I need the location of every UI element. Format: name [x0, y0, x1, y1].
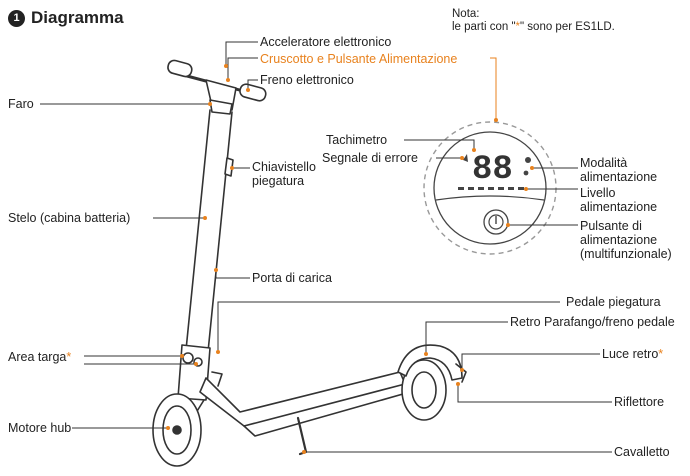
title-text: Diagramma	[31, 8, 124, 27]
right-grip	[239, 83, 267, 102]
note-heading: Nota:	[452, 8, 480, 20]
fold-hinge	[182, 352, 194, 364]
label-freno: Freno elettronico	[260, 73, 354, 87]
section-number-badge: 1	[8, 9, 25, 27]
stem-left	[185, 109, 211, 351]
label-modalita: Modalità alimentazione	[580, 156, 657, 184]
label-area-targa: Area targa*	[8, 350, 71, 364]
label-chiavistello-line2: piegatura	[252, 174, 305, 188]
leader-luce-retro	[461, 353, 600, 370]
hub-motor	[172, 425, 182, 435]
label-luce-retro-star: *	[658, 347, 664, 361]
note-text-pre: le parti con "	[452, 21, 516, 33]
label-cruscotto: Cruscotto e Pulsante Alimentazione	[260, 52, 458, 66]
label-pulsante-line2: alimentazione	[580, 233, 658, 247]
note-text-post: " sono per ES1LD.	[520, 21, 615, 33]
error-signal-icon	[463, 154, 468, 162]
rear-light	[455, 363, 467, 383]
leader-cruscotto	[227, 57, 258, 80]
leader-freno	[247, 79, 258, 90]
power-mode-indicator	[525, 157, 531, 163]
label-modalita-line2: alimentazione	[580, 170, 658, 184]
power-button-inner	[488, 214, 504, 230]
note-star: *	[515, 21, 521, 33]
headlight	[209, 99, 233, 115]
label-livello-line2: alimentazione	[580, 200, 658, 214]
folding-latch	[224, 157, 234, 177]
rear-fender	[397, 344, 463, 381]
dashboard-divider	[435, 195, 545, 201]
label-livello: Livello alimentazione	[580, 186, 657, 214]
leader-acceleratore	[225, 41, 258, 66]
label-area-targa-star: *	[66, 350, 72, 364]
note: Nota: le parti con "*" sono per ES1LD.	[452, 8, 615, 34]
label-luce-retro: Luce retro*	[602, 347, 663, 361]
label-pulsante-line3: (multifunzionale)	[580, 247, 672, 261]
label-motore: Motore hub	[8, 421, 72, 435]
leader-porta	[215, 270, 250, 279]
rear-wheel	[401, 359, 447, 421]
battery-level-bar	[458, 187, 524, 190]
label-chiavistello-line1: Chiavistello	[252, 160, 316, 174]
label-parafango: Retro Parafango/freno pedale	[510, 315, 675, 329]
leader-tachimetro	[404, 139, 475, 150]
label-cavalletto: Cavalletto	[614, 445, 670, 459]
stem-right	[207, 111, 233, 353]
rear-wheel-inner	[411, 371, 437, 409]
leader-parafango	[425, 321, 508, 354]
leader-pedale	[217, 301, 560, 352]
left-grip	[167, 59, 193, 78]
label-tachimetro: Tachimetro	[326, 133, 388, 147]
label-livello-line1: Livello	[580, 186, 616, 200]
label-luce-retro-text: Luce retro	[602, 347, 659, 361]
deck	[199, 371, 406, 427]
label-pulsante-line1: Pulsante di	[580, 219, 642, 233]
label-acceleratore: Acceleratore elettronico	[260, 35, 392, 49]
front-wheel-inner	[162, 405, 192, 455]
page-title: 1 Diagramma	[8, 8, 124, 28]
note-body: le parti con "*" sono per ES1LD.	[452, 21, 615, 34]
label-stelo: Stelo (cabina batteria)	[8, 211, 131, 225]
leader-cruscotto-detail	[490, 57, 497, 120]
label-area-targa-text: Area targa	[8, 350, 67, 364]
leader-riflettore	[457, 384, 612, 403]
speedometer-digits: 88	[472, 151, 513, 189]
label-riflettore: Riflettore	[614, 395, 665, 409]
label-segnale: Segnale di errore	[322, 151, 418, 165]
label-porta: Porta di carica	[252, 271, 332, 285]
label-chiavistello: Chiavistello piegatura	[252, 160, 316, 188]
power-mode-indicator-2	[523, 170, 529, 176]
label-pulsante: Pulsante di alimentazione (multifunziona…	[580, 219, 672, 261]
label-faro: Faro	[8, 97, 34, 111]
folding-pedal	[211, 371, 223, 387]
label-pedale: Pedale piegatura	[566, 295, 661, 309]
dashboard-detail-ring	[423, 121, 557, 255]
label-modalita-line1: Modalità	[580, 156, 628, 170]
